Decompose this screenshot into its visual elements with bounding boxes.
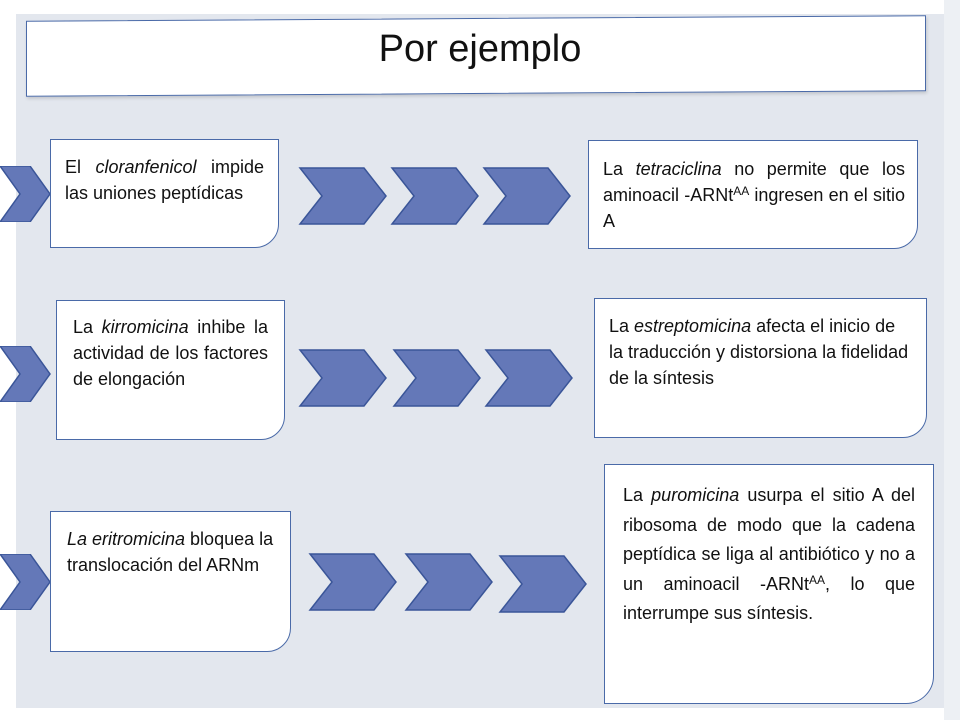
- tetraciclina-text-tail: ingresen en el sitio A: [603, 185, 905, 231]
- chevron-arrow-1b: [390, 167, 479, 225]
- cloranfenicol-text-before: El: [65, 157, 96, 177]
- puromicina-card: La puromicina usurpa el sitio A del ribo…: [604, 464, 934, 704]
- kirromicina-card: La kirromicina inhibe la actividad de lo…: [56, 300, 285, 440]
- tetraciclina-text-after: no permite que los aminoacil -ARNt: [603, 159, 905, 205]
- aa-superscript: AA: [809, 572, 826, 587]
- tetraciclina-card: La tetraciclina no permite que los amino…: [588, 140, 918, 249]
- estreptomicina-text-before: La: [609, 316, 635, 336]
- puromicina-text-tail: , lo que interrumpe sus síntesis.: [623, 573, 915, 624]
- chevron-arrow-3a: [308, 553, 397, 611]
- right-edge-rail: [944, 0, 960, 720]
- tetraciclina-name: tetraciclina: [635, 159, 722, 179]
- puromicina-name: puromicina: [651, 485, 740, 505]
- eritromicina-text-after: bloquea la translocación del ARNm: [67, 529, 274, 575]
- eritromicina-name: La eritromicina: [67, 529, 186, 549]
- chevron-arrow-3b: [404, 553, 493, 611]
- estreptomicina-text-after: afecta el inicio de la traducción y dist…: [609, 316, 909, 388]
- chevron-arrow-edge-2: [0, 346, 51, 402]
- estreptomicina-name: estreptomicina: [634, 316, 752, 336]
- puromicina-text-before: La: [623, 485, 652, 505]
- chevron-arrow-1a: [298, 167, 387, 225]
- chevron-arrow-2a: [298, 349, 387, 407]
- chevron-arrow-2b: [392, 349, 481, 407]
- chevron-arrow-1c: [482, 167, 571, 225]
- chevron-arrow-edge-1: [0, 166, 51, 222]
- eritromicina-card: La eritromicina bloquea la translocación…: [50, 511, 291, 652]
- kirromicina-text-before: La: [73, 317, 102, 337]
- chevron-arrow-edge-3: [0, 554, 51, 610]
- page-title: Por ejemplo: [378, 28, 582, 70]
- tetraciclina-text-before: La: [603, 159, 636, 179]
- puromicina-text-after: usurpa el sitio A del ribosoma de modo q…: [623, 485, 915, 594]
- kirromicina-text-after: inhibe la actividad de los factores de e…: [73, 317, 268, 389]
- cloranfenicol-name: cloranfenicol: [95, 157, 197, 177]
- cloranfenicol-card: El cloranfenicol impide las uniones pept…: [50, 139, 279, 248]
- aa-superscript: AA: [733, 184, 750, 198]
- chevron-arrow-2c: [484, 349, 573, 407]
- kirromicina-name: kirromicina: [101, 317, 189, 337]
- estreptomicina-card: La estreptomicina afecta el inicio de la…: [594, 298, 927, 438]
- cloranfenicol-text-after: impide las uniones peptídicas: [65, 157, 264, 203]
- chevron-arrow-3c: [498, 555, 587, 613]
